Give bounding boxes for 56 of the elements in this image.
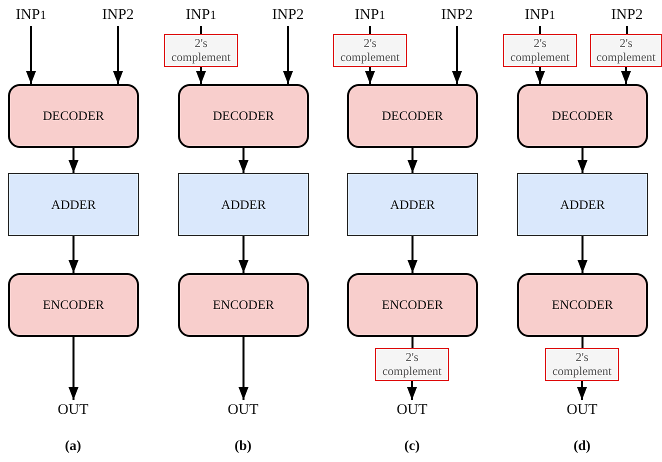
complement-box: 2's complement bbox=[545, 348, 619, 381]
arrow bbox=[621, 67, 631, 84]
arrow bbox=[68, 337, 78, 400]
decoder-block: DECODER bbox=[8, 84, 139, 148]
connector-line bbox=[412, 337, 414, 348]
arrow bbox=[238, 236, 248, 273]
arrow bbox=[365, 67, 375, 84]
adder-block: ADDER bbox=[347, 173, 478, 236]
output-label: OUT bbox=[391, 400, 433, 420]
input-label: INP2 bbox=[268, 4, 308, 26]
arrow bbox=[113, 26, 123, 84]
output-label: OUT bbox=[222, 400, 264, 420]
arrow bbox=[68, 148, 78, 173]
complement-box: 2's complement bbox=[164, 34, 238, 67]
encoder-block: ENCODER bbox=[8, 273, 139, 337]
arrow bbox=[578, 148, 588, 173]
complement-box: 2's complement bbox=[590, 34, 662, 67]
connector-line bbox=[369, 26, 371, 34]
arrow bbox=[535, 67, 545, 84]
arrow bbox=[283, 26, 293, 84]
input-label: INP2 bbox=[437, 4, 477, 26]
adder-block: ADDER bbox=[178, 173, 309, 236]
arrow bbox=[238, 337, 248, 400]
connector-line bbox=[539, 26, 541, 34]
complement-box: 2's complement bbox=[503, 34, 577, 67]
output-label: OUT bbox=[561, 400, 603, 420]
arrow bbox=[68, 236, 78, 273]
arrow bbox=[452, 26, 462, 84]
adder-block: ADDER bbox=[8, 173, 139, 236]
complement-box: 2's complement bbox=[375, 348, 449, 381]
panel-caption: (c) bbox=[403, 438, 421, 456]
encoder-block: ENCODER bbox=[178, 273, 309, 337]
connector-line bbox=[200, 26, 202, 34]
encoder-block: ENCODER bbox=[517, 273, 648, 337]
arrow bbox=[196, 67, 206, 84]
arrow bbox=[408, 148, 418, 173]
decoder-block: DECODER bbox=[517, 84, 648, 148]
decoder-block: DECODER bbox=[347, 84, 478, 148]
connector-line bbox=[626, 26, 628, 34]
input-label: INP2 bbox=[98, 4, 138, 26]
arrow bbox=[408, 236, 418, 273]
panel-caption: (a) bbox=[64, 438, 82, 456]
arrow bbox=[26, 26, 36, 84]
decoder-block: DECODER bbox=[178, 84, 309, 148]
panel-caption: (d) bbox=[572, 438, 592, 456]
panel-caption: (b) bbox=[233, 438, 253, 456]
arrow bbox=[577, 381, 587, 400]
adder-block: ADDER bbox=[517, 173, 648, 236]
complement-box: 2's complement bbox=[333, 34, 407, 67]
output-label: OUT bbox=[52, 400, 94, 420]
connector-line bbox=[582, 337, 584, 348]
arrow bbox=[238, 148, 248, 173]
encoder-block: ENCODER bbox=[347, 273, 478, 337]
arrow bbox=[407, 381, 417, 400]
arrow bbox=[578, 236, 588, 273]
input-label: INP2 bbox=[607, 4, 647, 26]
